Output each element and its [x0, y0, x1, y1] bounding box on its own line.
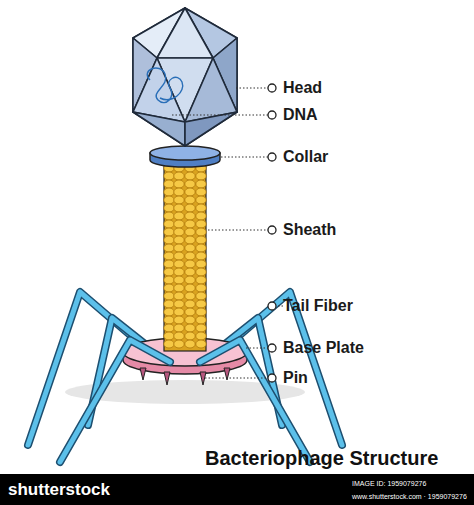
- part-label: Sheath: [283, 221, 336, 239]
- part-label: Collar: [283, 148, 328, 166]
- pins: [140, 368, 230, 385]
- diagram-title: Bacteriophage Structure: [205, 447, 438, 470]
- watermark: IMAGE ID: 1959079276: [352, 480, 426, 487]
- watermark: www.shutterstock.com · 1959079276: [352, 493, 467, 500]
- part-label: Base Plate: [283, 339, 364, 357]
- part-label: Tail Fiber: [283, 297, 353, 315]
- leader-dots: [268, 84, 276, 382]
- dna-strand: [147, 68, 182, 103]
- collar: [150, 146, 220, 167]
- watermark-bar: [0, 474, 474, 505]
- part-label: Head: [283, 79, 322, 97]
- sheath: [164, 163, 206, 351]
- watermark: shutterstock: [8, 480, 110, 500]
- part-label: Pin: [283, 369, 308, 387]
- head-capsid: [133, 8, 237, 146]
- tail-fibers-front: [60, 340, 310, 462]
- part-label: DNA: [283, 106, 318, 124]
- leader-lines: [172, 88, 283, 378]
- sheath-beads: [164, 164, 206, 348]
